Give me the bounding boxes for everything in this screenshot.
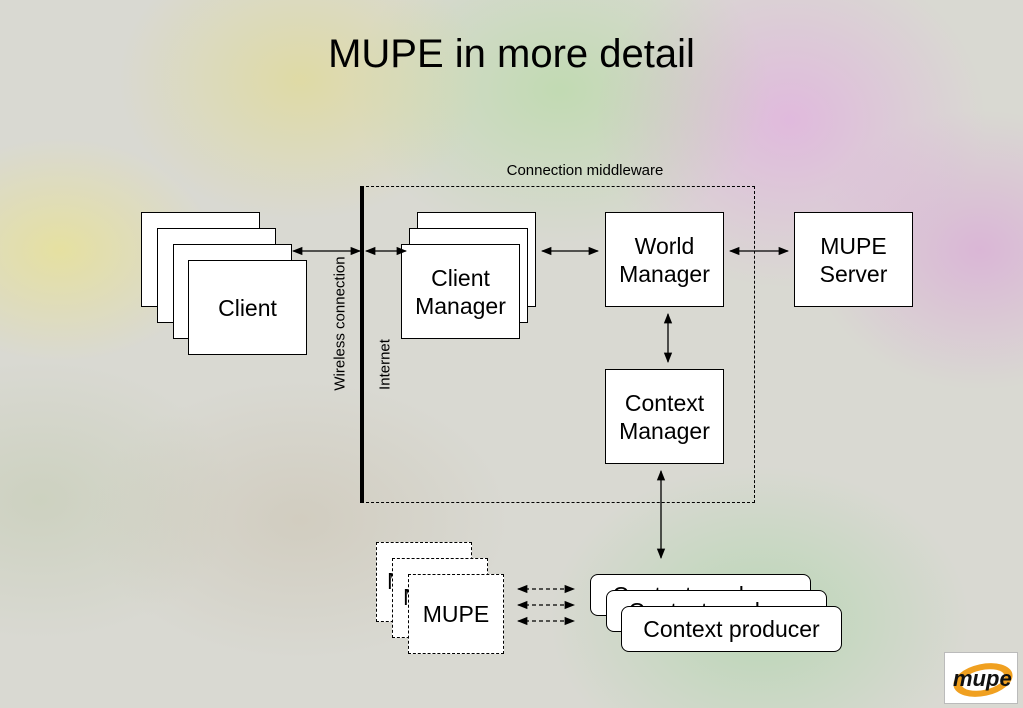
page-title: MUPE in more detail — [328, 32, 695, 76]
mupe-server-box: MUPE Server — [794, 212, 913, 307]
client-box: Client — [188, 260, 307, 355]
mupe-logo-graphic: mupe — [953, 663, 1013, 697]
world-manager-box: World Manager — [605, 212, 724, 307]
svg-text:mupe: mupe — [953, 666, 1012, 691]
mupe-logo: mupe — [944, 652, 1018, 704]
context-producer-box: Context producer — [621, 606, 842, 652]
connection-middleware-label: Connection middleware — [506, 162, 664, 179]
internet-boundary-line — [360, 186, 364, 503]
mupe-box: MUPE — [408, 574, 504, 654]
context-manager-box: Context Manager — [605, 369, 724, 464]
client-manager-box: Client Manager — [401, 244, 520, 339]
